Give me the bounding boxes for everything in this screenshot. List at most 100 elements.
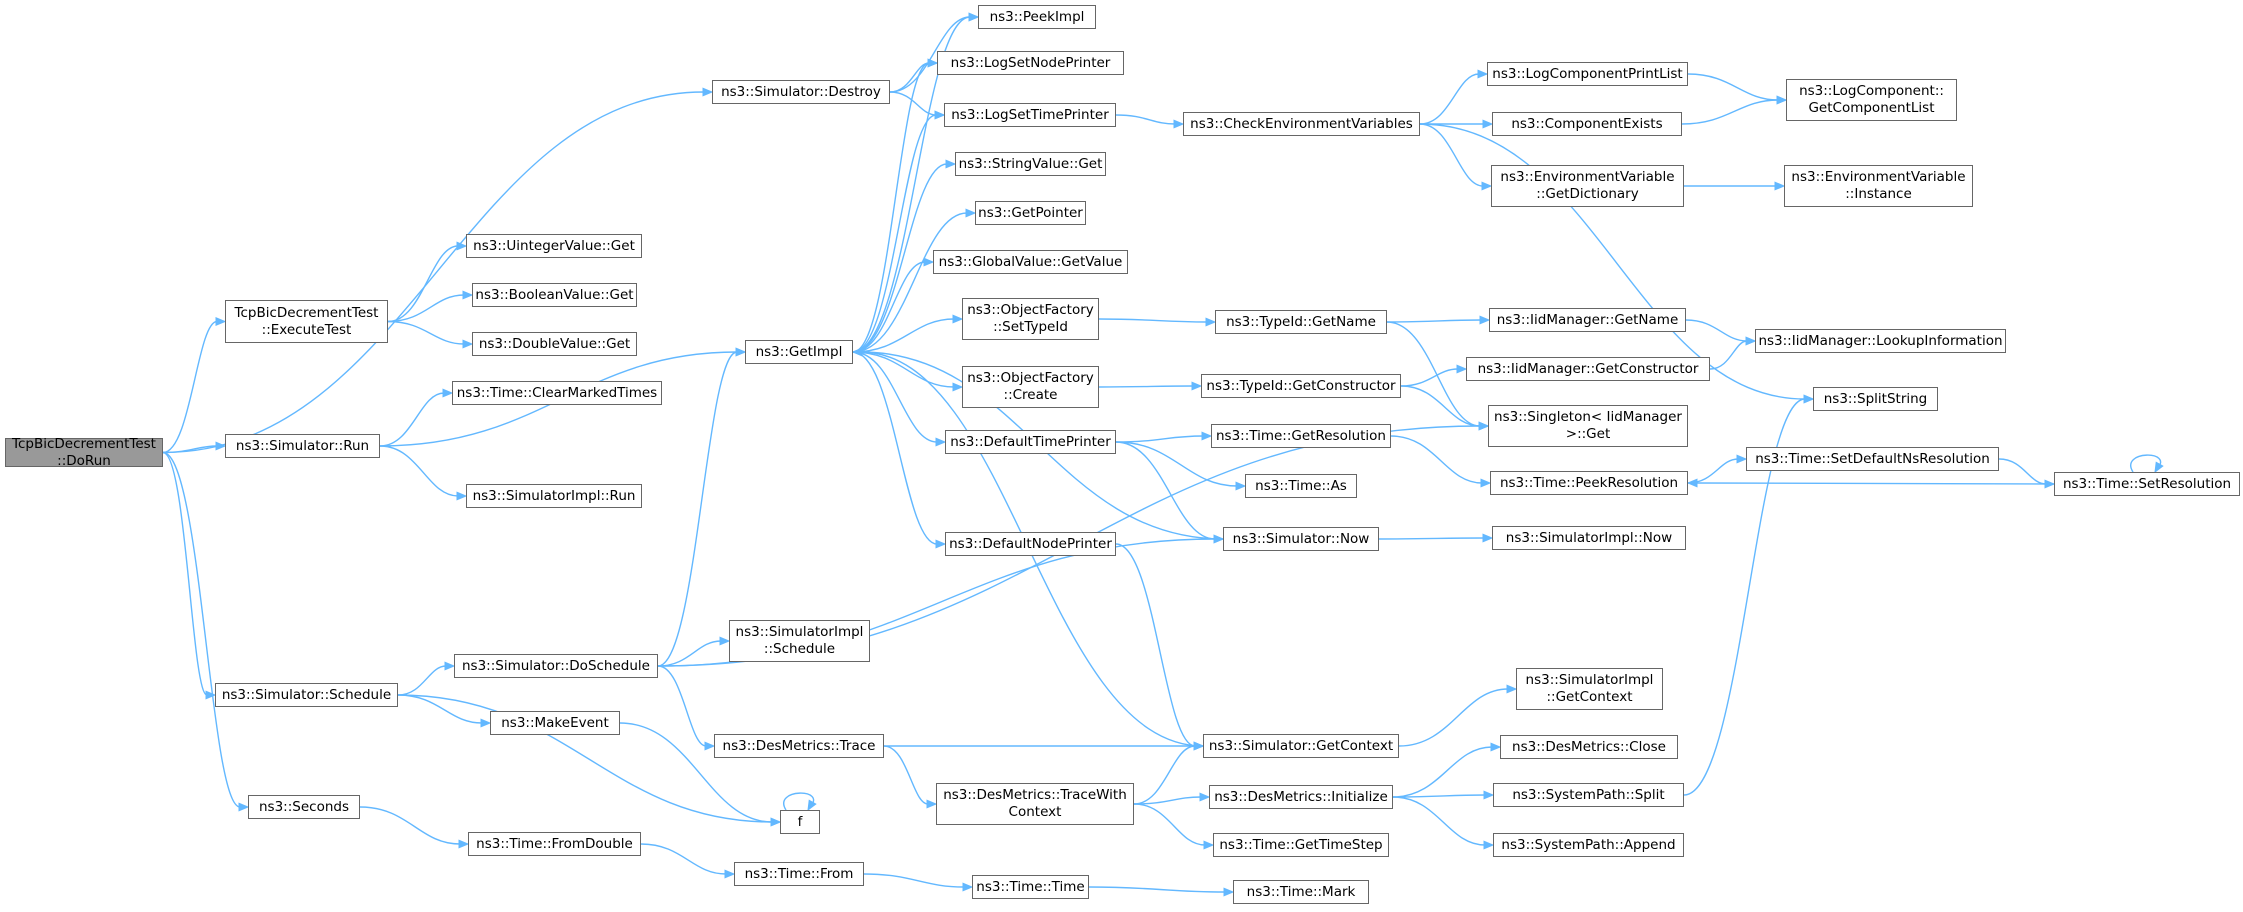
edge-arrowhead [1803, 394, 1815, 404]
node-stringget[interactable]: ns3::StringValue::Get [955, 152, 1106, 176]
node-getresolution[interactable]: ns3::Time::GetResolution [1211, 424, 1391, 448]
node-logsetnode[interactable]: ns3::LogSetNodePrinter [937, 51, 1124, 75]
node-desclose[interactable]: ns3::DesMetrics::Close [1500, 735, 1678, 759]
edge-ofcreate-typeidgetctor [1098, 385, 1194, 388]
edge-doschedule-getimpl [657, 351, 738, 667]
edge-arrowhead [1776, 95, 1788, 105]
edge-arrowhead [1736, 454, 1748, 464]
edge-getimpl-ofcreate [852, 351, 955, 388]
edge-setresolution-peekres [1695, 482, 2055, 485]
node-envgetdict[interactable]: ns3::EnvironmentVariable::GetDictionary [1491, 165, 1684, 207]
edge-arrowhead [1456, 364, 1468, 374]
node-run[interactable]: ns3::Simulator::Run [225, 434, 380, 458]
node-compexists[interactable]: ns3::ComponentExists [1492, 112, 1682, 136]
node-logsettime[interactable]: ns3::LogSetTimePrinter [944, 103, 1116, 127]
node-typeidgetctor[interactable]: ns3::TypeId::GetConstructor [1201, 374, 1401, 398]
edge-dorun-run [162, 445, 218, 454]
edge-arrowhead [935, 437, 947, 447]
edge-arrowhead [2154, 461, 2164, 474]
node-logcompprint[interactable]: ns3::LogComponentPrintList [1487, 62, 1688, 86]
node-uintget[interactable]: ns3::UintegerValue::Get [466, 234, 642, 258]
node-simimplrun[interactable]: ns3::SimulatorImpl::Run [466, 484, 642, 508]
node-simimplschedule[interactable]: ns3::SimulatorImpl::Schedule [729, 620, 870, 662]
edge-arrowhead [1482, 119, 1494, 129]
node-executetest[interactable]: TcpBicDecrementTest::ExecuteTest [225, 300, 388, 343]
node-desinit[interactable]: ns3::DesMetrics::Initialize [1209, 785, 1393, 809]
node-simimplnow[interactable]: ns3::SimulatorImpl::Now [1492, 526, 1686, 550]
node-iidlookup[interactable]: ns3::IidManager::LookupInformation [1755, 329, 2006, 353]
node-checkenv[interactable]: ns3::CheckEnvironmentVariables [1183, 112, 1420, 136]
node-peekres[interactable]: ns3::Time::PeekResolution [1490, 471, 1688, 495]
node-boolget[interactable]: ns3::BooleanValue::Get [472, 283, 637, 307]
node-label: ns3::DesMetrics::Initialize [1214, 788, 1388, 805]
node-label: ns3::Time::GetResolution [1215, 427, 1386, 444]
node-label: ns3::ComponentExists [1511, 115, 1663, 132]
node-label: ns3::IidManager::LookupInformation [1758, 332, 2003, 349]
node-envinstance[interactable]: ns3::EnvironmentVariable::Instance [1784, 165, 1973, 207]
edge-arrowhead [952, 314, 964, 324]
edge-logcompprint-logcompgetlist [1687, 73, 1779, 101]
edge-timetime-timemark [1088, 886, 1226, 893]
node-setdefaultns[interactable]: ns3::Time::SetDefaultNsResolution [1746, 447, 1999, 471]
node-iidgetctor[interactable]: ns3::IidManager::GetConstructor [1466, 357, 1710, 381]
edge-getresolution-peekres [1390, 435, 1483, 484]
node-getimpl[interactable]: ns3::GetImpl [745, 340, 853, 364]
edge-arrowhead [1481, 181, 1493, 191]
node-label: ns3::Time::ClearMarkedTimes [456, 384, 658, 401]
node-schedule[interactable]: ns3::Simulator::Schedule [215, 683, 398, 707]
edge-run-simimplrun [379, 445, 459, 497]
node-syspathappend[interactable]: ns3::SystemPath::Append [1493, 833, 1684, 857]
node-defaultnode[interactable]: ns3::DefaultNodePrinter [945, 532, 1116, 556]
node-fromdouble[interactable]: ns3::Time::FromDouble [468, 832, 641, 856]
node-iidgetname[interactable]: ns3::IidManager::GetName [1489, 308, 1686, 332]
edge-doschedule-simimplschedule [657, 640, 722, 667]
node-timemark[interactable]: ns3::Time::Mark [1233, 880, 1369, 904]
edge-getcontext-simimplgetctx [1398, 688, 1509, 747]
node-logcompgetlist[interactable]: ns3::LogComponent::GetComponentList [1786, 79, 1957, 121]
node-doubleget[interactable]: ns3::DoubleValue::Get [472, 332, 637, 356]
node-destroy[interactable]: ns3::Simulator::Destroy [712, 80, 890, 104]
node-simimplgetctx[interactable]: ns3::SimulatorImpl::GetContext [1516, 668, 1663, 710]
node-desmetricstrace[interactable]: ns3::DesMetrics::Trace [714, 734, 884, 758]
node-label: ns3::EnvironmentVariable [1500, 169, 1675, 185]
edge-setdefaultns-setresolution [1998, 458, 2047, 485]
node-timetime[interactable]: ns3::Time::Time [972, 875, 1089, 899]
node-ofcreate[interactable]: ns3::ObjectFactory::Create [962, 366, 1099, 408]
node-splitstring[interactable]: ns3::SplitString [1813, 387, 1938, 411]
edge-simnow-simimplnow [1378, 537, 1485, 540]
node-gettimestep[interactable]: ns3::Time::GetTimeStep [1213, 833, 1389, 857]
node-seconds[interactable]: ns3::Seconds [248, 795, 360, 819]
edge-arrowhead [1477, 69, 1489, 79]
node-defaulttime[interactable]: ns3::DefaultTimePrinter [945, 430, 1116, 454]
node-label: ns3::Time::Mark [1246, 883, 1356, 900]
node-getpointer[interactable]: ns3::GetPointer [975, 201, 1086, 225]
node-timefrom[interactable]: ns3::Time::From [734, 862, 864, 886]
edge-tracewith-desinit [1133, 796, 1202, 805]
node-peekimpl[interactable]: ns3::PeekImpl [978, 5, 1096, 29]
node-singletonget[interactable]: ns3::Singleton< IidManager >::Get [1488, 405, 1688, 447]
edge-arrowhead [215, 316, 227, 327]
node-typeidgetname[interactable]: ns3::TypeId::GetName [1215, 310, 1387, 334]
node-label: ::Instance [1845, 186, 1912, 202]
edge-destroy-logsettime [889, 91, 937, 116]
node-timeas[interactable]: ns3::Time::As [1245, 474, 1357, 498]
edge-dorun-executetest [162, 320, 218, 454]
node-getcontext[interactable]: ns3::Simulator::GetContext [1203, 734, 1399, 758]
node-simnow[interactable]: ns3::Simulator::Now [1223, 527, 1379, 551]
node-label: ns3::Singleton< IidManager [1494, 409, 1682, 425]
edge-arrowhead [1483, 840, 1495, 850]
node-f[interactable]: f [780, 810, 820, 834]
node-ofsettypeid[interactable]: ns3::ObjectFactory::SetTypeId [962, 298, 1099, 340]
node-label: ns3::TypeId::GetName [1226, 313, 1376, 330]
edge-desinit-desclose [1392, 746, 1493, 798]
edge-arrowhead [934, 110, 946, 120]
node-doschedule[interactable]: ns3::Simulator::DoSchedule [454, 654, 658, 678]
edge-arrowhead [923, 257, 935, 267]
node-setresolution[interactable]: ns3::Time::SetResolution [2054, 472, 2240, 496]
node-syspathsplit[interactable]: ns3::SystemPath::Split [1493, 783, 1684, 807]
node-label: ns3::DefaultNodePrinter [949, 535, 1112, 552]
node-clearmarked[interactable]: ns3::Time::ClearMarkedTimes [452, 381, 662, 405]
node-makeevent[interactable]: ns3::MakeEvent [490, 711, 620, 735]
node-globalget[interactable]: ns3::GlobalValue::GetValue [933, 250, 1128, 274]
